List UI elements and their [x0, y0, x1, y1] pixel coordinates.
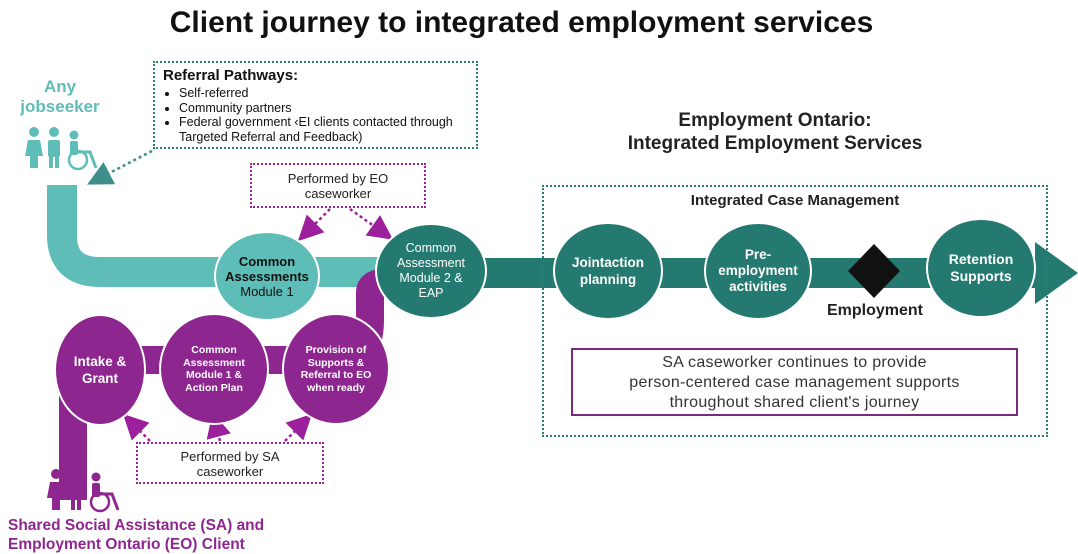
node-text: Module 1 & — [185, 369, 242, 381]
node-text: Intake & — [73, 354, 127, 369]
node-text: employment — [718, 263, 798, 278]
node-text: Common — [238, 253, 296, 269]
node-text: Assessment — [396, 256, 466, 270]
any-jobseeker-label: Any jobseeker — [10, 77, 110, 117]
node-text: Assessments — [225, 268, 309, 284]
node-text: Assessment — [183, 356, 245, 369]
node-intake-grant: Intake & Grant — [54, 314, 146, 426]
node-pre-employment-activities: Pre- employment activities — [704, 222, 812, 320]
sa-caseworker-note: SA caseworker continues to provide perso… — [571, 348, 1018, 416]
node-text: Retention — [948, 251, 1014, 267]
referral-item: Federal government ‹EI clients contacted… — [179, 115, 468, 144]
referral-list: Self-referred Community partners Federal… — [163, 86, 468, 144]
node-text: Jointaction — [571, 255, 644, 270]
performed-sa-line-2: caseworker — [196, 464, 264, 479]
node-text: planning — [579, 272, 637, 287]
node-text: activities — [729, 279, 787, 294]
eo-arrow-left — [297, 208, 331, 242]
referral-item: Community partners — [179, 101, 468, 116]
jobseeker-people-icon — [25, 127, 98, 171]
referral-arrow — [87, 149, 153, 185]
referral-item: Self-referred — [179, 86, 468, 101]
any-jobseeker-line-2: jobseeker — [20, 97, 100, 116]
eo-title-line-2: Integrated Employment Services — [627, 133, 923, 154]
node-text: Module 1 — [240, 283, 294, 299]
shared-client-line-1: Shared Social Assistance (SA) and — [8, 517, 265, 534]
node-retention-supports: Retention Supports — [926, 218, 1036, 318]
shared-client-label: Shared Social Assistance (SA) and Employ… — [8, 516, 338, 554]
node-common-assessment-module-2: Common Assessment Module 2 & EAP — [375, 223, 487, 319]
node-common-assessments-module-1: Common Assessments Module 1 — [214, 231, 320, 321]
performed-eo-line-2: caseworker — [304, 186, 372, 201]
node-text: EAP — [418, 286, 444, 300]
sa-note-line-1: SA caseworker continues to provide — [662, 354, 927, 371]
icm-title: Integrated Case Management — [690, 192, 900, 209]
employment-diamond — [848, 244, 900, 298]
sa-arrow-3 — [284, 413, 313, 442]
integrated-case-management-box — [542, 185, 1048, 437]
node-joint-action-planning: Jointaction planning — [553, 222, 663, 320]
node-text: Action Plan — [185, 381, 243, 394]
node-text: Supports & — [307, 356, 365, 369]
jobseeker-pathway — [47, 185, 420, 287]
eo-title: Employment Ontario: Integrated Employmen… — [590, 109, 960, 155]
referral-title: Referral Pathways: — [163, 67, 299, 84]
node-text: Pre- — [744, 247, 772, 262]
eo-title-line-1: Employment Ontario: — [678, 110, 872, 131]
employment-label: Employment — [826, 302, 923, 319]
sa-arrow-1 — [122, 413, 151, 442]
node-text: Common — [405, 241, 457, 255]
node-common-assessment-action-plan: Common Assessment Module 1 & Action Plan — [159, 313, 269, 425]
eo-arrow-right — [349, 207, 394, 240]
node-text: Referral to EO — [300, 369, 372, 381]
sa-note-line-3: throughout shared client's journey — [669, 394, 920, 411]
node-text: Supports — [950, 268, 1012, 284]
performed-by-sa-box: Performed by SA caseworker — [136, 442, 324, 484]
node-text: Common — [191, 344, 237, 356]
shared-client-line-2: Employment Ontario (EO) Client — [8, 536, 245, 553]
performed-eo-line-1: Performed by EO — [287, 171, 389, 186]
sa-note-line-2: person-centered case management supports — [629, 374, 960, 391]
node-text: Module 2 & — [399, 271, 463, 285]
page-title: Client journey to integrated employment … — [169, 6, 874, 39]
any-jobseeker-line-1: Any — [43, 77, 77, 96]
referral-pathways-box: Referral Pathways: Self-referred Communi… — [153, 61, 478, 149]
node-text: Grant — [81, 371, 118, 386]
performed-sa-line-1: Performed by SA — [180, 449, 280, 464]
node-text: Provision of — [305, 344, 367, 356]
node-text: when ready — [307, 381, 365, 394]
node-provision-of-supports: Provision of Supports & Referral to EO w… — [282, 313, 390, 425]
sa-client-people-icon — [47, 469, 120, 513]
main-flow-arrowhead — [1035, 242, 1078, 304]
performed-by-eo-box: Performed by EO caseworker — [250, 163, 426, 208]
